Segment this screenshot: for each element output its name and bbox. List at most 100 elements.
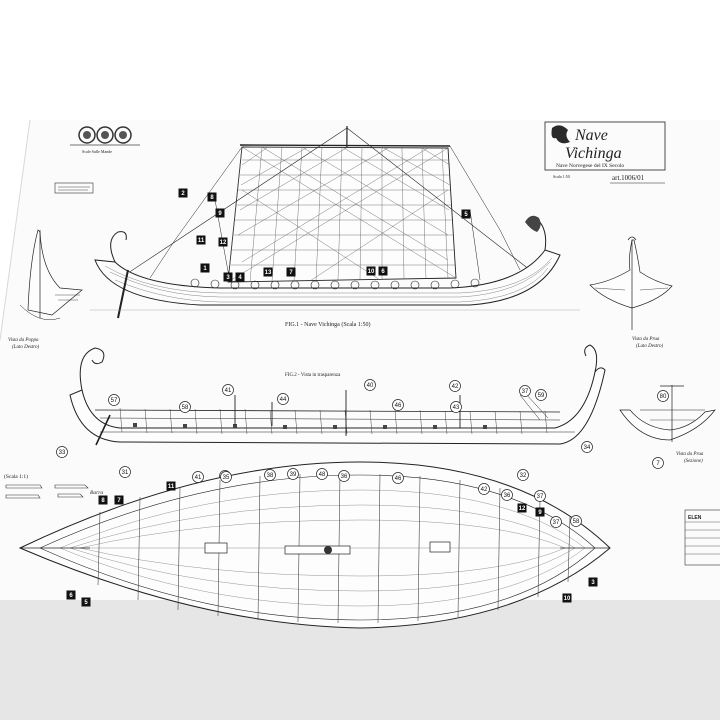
parts-list-box: ELEN [684,509,720,566]
plan-view [18,461,611,629]
svg-text:39: 39 [290,472,297,478]
fig2-callout-44: 44 [277,393,289,405]
svg-text:1: 1 [203,266,207,272]
svg-text:8: 8 [101,498,105,504]
plan-callout-42: 42 [478,483,490,495]
svg-text:9: 9 [218,211,222,217]
stern-view [19,229,83,321]
article-code: art.1006/01 [612,174,645,182]
svg-text:7: 7 [656,461,660,467]
svg-text:32: 32 [520,473,527,479]
stern-view-label-2: (Lato Destro) [12,345,40,350]
svg-text:58: 58 [182,405,189,411]
bow-section-callout-7: 7 [652,457,664,469]
svg-text:11: 11 [168,484,175,490]
fig2-caption: FIG.2 - Vista in trasparenza [285,373,341,378]
svg-text:44: 44 [280,397,287,403]
scale-note: Scala 1:50 [553,174,570,179]
title-line2: Vichinga [565,145,622,162]
plan-callout-36: 36 [501,489,513,501]
viking-ship-logo-icon [551,125,570,144]
fig2-callout-57: 57 [108,394,120,406]
fig1-tag-7: 7 [286,267,296,277]
bow-view [589,236,673,330]
svg-text:43: 43 [453,405,460,411]
fig2-callout-40: 40 [364,379,376,391]
plan-callout-41: 41 [192,471,204,483]
plan-callout-37: 37 [534,490,546,502]
svg-text:42: 42 [481,487,488,493]
svg-text:5: 5 [464,212,468,218]
title-line1: Nave [574,127,608,144]
bow-section-callout-80: 80 [657,390,669,402]
svg-text:38: 38 [267,473,274,479]
fig1-tag-6: 6 [378,266,388,276]
fig2-callout-41: 41 [222,384,234,396]
fig2-callout-42: 42 [449,380,461,392]
svg-text:13: 13 [265,270,272,276]
bow-view-label-1: Vista da Prua [632,337,660,342]
plan-tag-9: 9 [535,507,545,517]
svg-text:36: 36 [504,493,511,499]
brand-caption: Scale Sulle Mande [82,149,112,154]
fig1-tag-4: 4 [235,272,245,282]
svg-text:36: 36 [341,474,348,480]
svg-text:8: 8 [210,195,214,201]
stern-view-label-1: Vista da Poppa [8,338,39,343]
svg-text:34: 34 [584,445,591,451]
svg-text:2: 2 [181,191,185,197]
paper-sheet [0,120,720,600]
svg-text:6: 6 [381,269,385,275]
bow-section-circles: 80 7 [652,390,669,469]
svg-text:41: 41 [225,388,232,394]
plan-tag-3: 3 [588,577,598,587]
title-subtitle: Nave Norvegese del IX Secolo [556,163,624,169]
svg-text:7: 7 [117,498,121,504]
plan-tag-8: 8 [98,495,108,505]
half-scale-label: (Scala 1:1) [4,473,28,480]
fig2-callout-58: 58 [179,401,191,413]
plan-callout-36: 36 [338,470,350,482]
svg-text:57: 57 [111,398,118,404]
title-block: Nave Vichinga Nave Norvegese del IX Seco… [544,121,666,184]
svg-text:5: 5 [84,600,88,606]
svg-text:46: 46 [395,476,402,482]
plan-callout-35: 35 [220,471,232,483]
svg-text:33: 33 [59,450,66,456]
plan-callout-38: 38 [264,469,276,481]
svg-text:59: 59 [538,393,545,399]
svg-text:46: 46 [395,403,402,409]
svg-text:40: 40 [367,383,374,389]
fig2-callout-46: 46 [392,399,404,411]
svg-text:11: 11 [198,238,205,244]
plan-tag-5: 5 [81,597,91,607]
svg-text:12: 12 [220,240,227,246]
fig2-transparent-view [69,344,606,446]
brand-logo: Scale Sulle Mande [70,126,140,154]
svg-text:10: 10 [564,596,571,602]
svg-text:58: 58 [573,519,580,525]
fig1-caption: FIG.1 - Nave Vichinga (Scala 1:50) [285,321,371,328]
fig1-tag-9: 9 [215,208,225,218]
svg-text:37: 37 [553,520,560,526]
svg-text:3: 3 [226,275,230,281]
fig2-callout-33: 33 [56,446,68,458]
svg-text:42: 42 [452,384,459,390]
plan-callout-46: 46 [392,472,404,484]
plan-tag-7: 7 [114,495,124,505]
svg-text:3: 3 [591,580,595,586]
loose-parts [5,484,89,499]
plan-tag-10: 10 [562,593,572,603]
bow-view-label-2: (Lato Destro) [636,344,664,349]
fig2-callout-32: 32 [517,469,529,481]
fig1-tag-10: 10 [366,266,376,276]
plan-callout-58: 58 [570,515,582,527]
fig1-tag-5: 5 [461,209,471,219]
svg-text:48: 48 [319,472,326,478]
plan-tag-6: 6 [66,590,76,600]
plan-circles: 41 35 38 39 48 36 46 42 36 37 37 58 [192,468,582,528]
svg-text:9: 9 [538,510,542,516]
svg-text:12: 12 [519,506,526,512]
plan-callout-48: 48 [316,468,328,480]
